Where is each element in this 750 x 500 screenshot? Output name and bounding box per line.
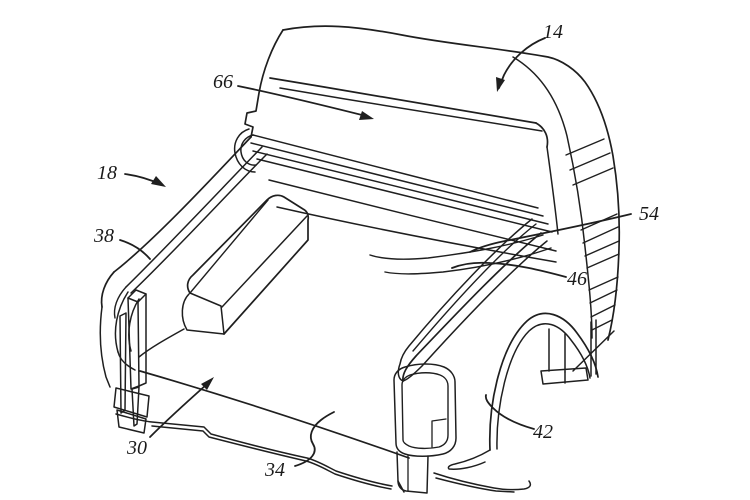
ref-label-66: 66 [213,71,233,93]
ref-label-18: 18 [97,162,117,184]
reference-numerals: 14 66 18 38 54 46 30 34 42 [93,21,659,481]
bed-floor [139,370,410,459]
front-bulkhead-ribs [233,128,557,263]
leader-54 [469,213,632,253]
arrowhead-30 [201,377,214,390]
left-bed-rail [100,136,268,319]
leader-arrow-66 [237,85,367,117]
rocker-sill [115,413,532,493]
leader-42 [484,394,535,430]
corner-seal-strip [119,289,147,427]
ref-label-54: 54 [639,203,659,225]
leader-46 [451,261,567,278]
ref-label-30: 30 [126,437,147,459]
ref-label-38: 38 [93,225,114,247]
rear-fender [447,312,615,470]
ref-label-34: 34 [264,459,285,481]
wheel-arch-frame-strip [540,328,589,385]
front-bulkhead-top-rail [269,77,559,235]
front-left-corner [99,291,185,434]
ref-label-46: 46 [567,268,587,290]
leader-arrow-30 [149,384,207,438]
pillar-section-hatching [565,138,620,331]
leader-34 [294,411,335,467]
ref-label-42: 42 [533,421,553,443]
leader-lines [119,37,632,467]
wheel-housing-box [181,194,310,335]
leader-38 [119,239,151,260]
truck-body-outline [244,25,621,341]
arrowhead-14 [496,77,505,92]
arrowhead-18 [151,176,166,187]
arrowheads [151,77,505,390]
arrowhead-66 [359,111,374,120]
front-right-pillar [393,363,457,494]
ref-label-14: 14 [543,21,563,43]
